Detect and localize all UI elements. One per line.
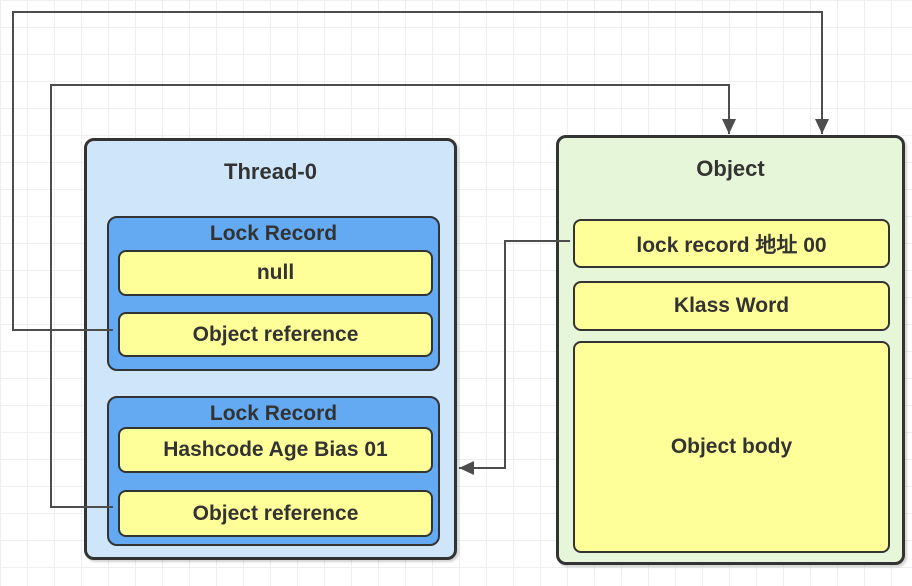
arrow-lock-record-address-to-lock-record bbox=[459, 240, 570, 475]
slot-object-reference-2: Object reference bbox=[118, 490, 433, 537]
slot-null: null bbox=[118, 250, 433, 296]
slot-object-body: Object body bbox=[573, 341, 890, 553]
lock-record-2-title: Lock Record bbox=[209, 402, 338, 425]
thread-box: Thread-0 Lock Record null Object referen… bbox=[84, 138, 457, 560]
slot-lock-record-address: lock record 地址 00 bbox=[573, 219, 890, 268]
slot-hashcode-age-bias: Hashcode Age Bias 01 bbox=[118, 427, 433, 473]
slot-object-reference-1: Object reference bbox=[118, 312, 433, 357]
thread-title: Thread-0 bbox=[224, 159, 317, 184]
slot-klass-word: Klass Word bbox=[573, 281, 890, 331]
lock-record-1: Lock Record null Object reference bbox=[107, 216, 440, 371]
lock-record-1-title: Lock Record bbox=[209, 222, 338, 245]
object-box: Object lock record 地址 00 Klass Word Obje… bbox=[556, 135, 905, 565]
lock-record-2: Lock Record Hashcode Age Bias 01 Object … bbox=[107, 396, 440, 546]
object-title: Object bbox=[696, 156, 765, 181]
